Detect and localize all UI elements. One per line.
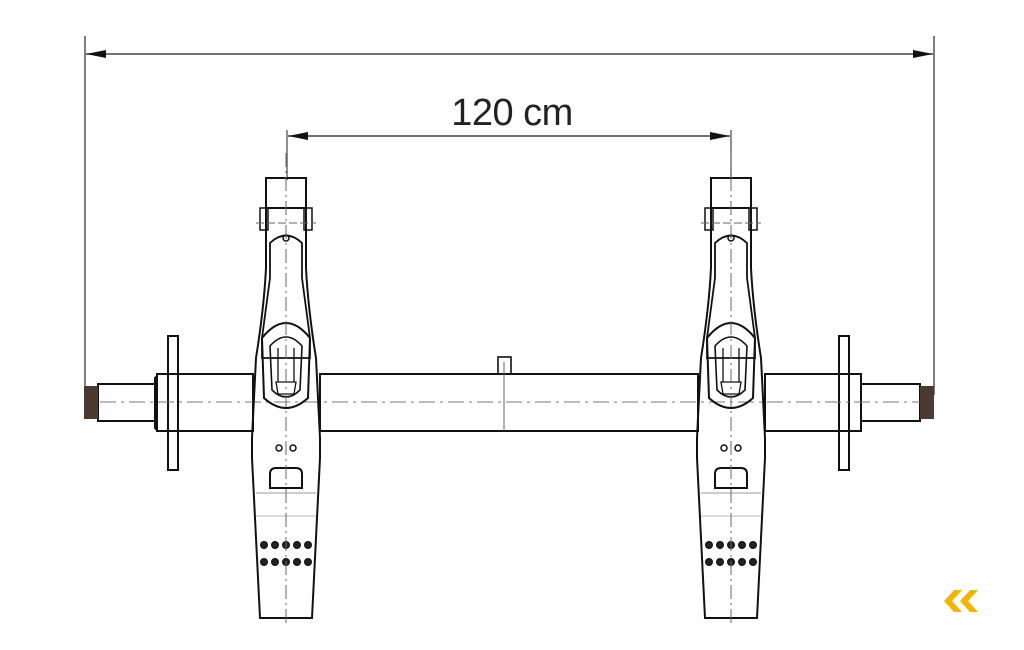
- inner-dimension-120cm: [286, 130, 732, 180]
- dimension-label: 120 cm: [451, 92, 573, 134]
- right-bracket: [696, 152, 766, 624]
- left-spindle: [84, 335, 254, 471]
- right-spindle: [764, 335, 934, 471]
- double-chevron-left-icon: [944, 590, 978, 612]
- left-bracket: [251, 152, 321, 624]
- axle-tube: [319, 356, 699, 432]
- overall-dimension: [84, 36, 935, 418]
